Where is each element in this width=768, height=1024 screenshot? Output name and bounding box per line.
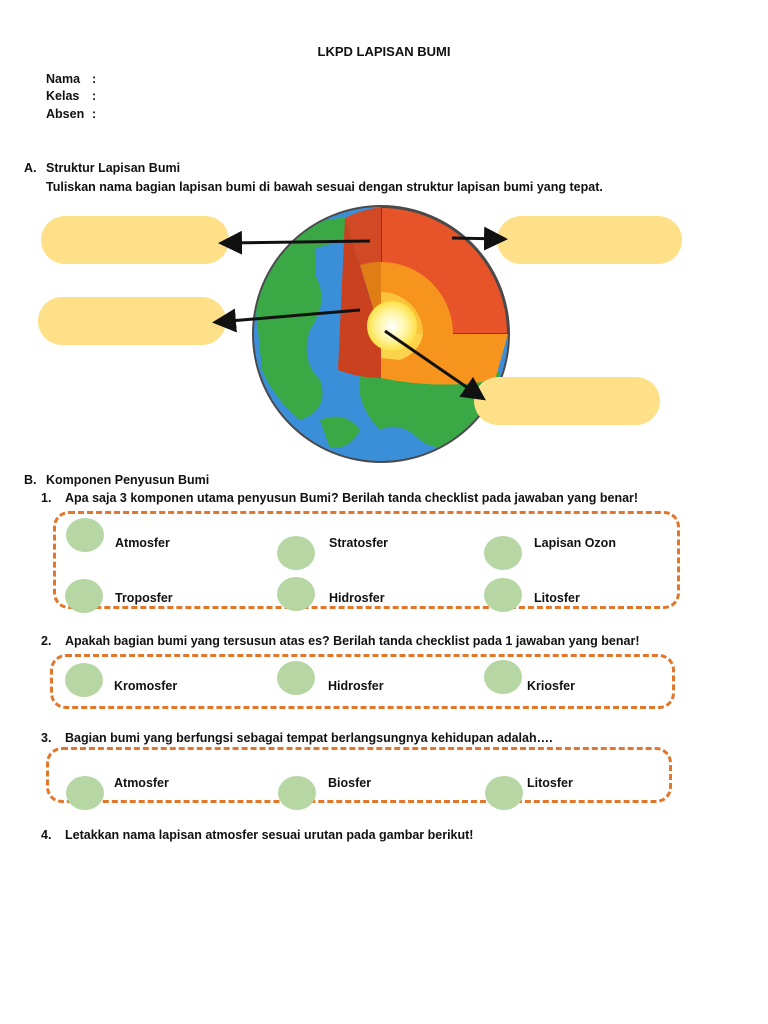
section-a-title: Struktur Lapisan Bumi xyxy=(46,161,181,175)
question-3-number: 3. xyxy=(41,731,52,745)
outer-core-layer xyxy=(381,292,423,334)
absen-separator: : xyxy=(92,107,97,121)
section-b-title: Komponen Penyusun Bumi xyxy=(46,473,210,487)
option-hidrosfer-q2: Hidrosfer xyxy=(328,679,384,693)
class-label: Kelas xyxy=(46,89,80,103)
option-litosfer-q3: Litosfer xyxy=(527,776,573,790)
checkbox-litosfer-q1[interactable] xyxy=(484,578,522,612)
section-a-heading: A. Struktur Lapisan Bumi xyxy=(24,161,180,175)
question-3-options-box xyxy=(46,747,672,803)
option-lapisan-ozon-q1: Lapisan Ozon xyxy=(534,536,616,550)
section-a-letter: A. xyxy=(24,161,37,175)
checkbox-atmosfer-q1[interactable] xyxy=(66,518,104,552)
absen-row: Absen: xyxy=(46,107,96,121)
option-kromosfer-q2: Kromosfer xyxy=(114,679,178,693)
section-b-letter: B. xyxy=(24,473,37,487)
question-1-text: Apa saja 3 komponen utama penyusun Bumi?… xyxy=(65,491,639,505)
checkbox-biosfer-q3[interactable] xyxy=(278,776,316,810)
question-1: 1. Apa saja 3 komponen utama penyusun Bum… xyxy=(41,491,638,505)
question-4-text: Letakkan nama lapisan atmosfer sesuai ur… xyxy=(65,828,474,842)
answer-box-top-left[interactable] xyxy=(41,216,229,264)
option-kriosfer-q2: Kriosfer xyxy=(527,679,575,693)
arrow-mantle xyxy=(212,308,361,333)
question-2-text: Apakah bagian bumi yang tersusun atas es… xyxy=(65,634,640,648)
section-b-heading: B. Komponen Penyusun Bumi xyxy=(24,473,209,487)
option-litosfer-q1: Litosfer xyxy=(534,591,580,605)
inner-core-layer xyxy=(367,301,417,351)
absen-label: Absen xyxy=(46,107,85,121)
question-1-options-box xyxy=(53,511,680,609)
arrow-core xyxy=(384,329,486,401)
option-hidrosfer-q1: Hidrosfer xyxy=(329,591,385,605)
answer-box-top-right[interactable] xyxy=(497,216,682,264)
page-title: LKPD LAPISAN BUMI xyxy=(317,44,451,59)
checkbox-troposfer-q1[interactable] xyxy=(65,579,103,613)
checkbox-kriosfer-q2[interactable] xyxy=(484,660,522,694)
checkbox-hidrosfer-q2[interactable] xyxy=(277,661,315,695)
class-row: Kelas: xyxy=(46,89,96,103)
crust-layer xyxy=(380,205,510,335)
name-separator: : xyxy=(92,72,97,86)
question-4: 4. Letakkan nama lapisan atmosfer sesuai … xyxy=(41,828,473,842)
arrow-crust xyxy=(218,230,371,255)
name-row: Nama: xyxy=(46,72,96,86)
question-2-number: 2. xyxy=(41,634,52,648)
checkbox-litosfer-q3[interactable] xyxy=(485,776,523,810)
section-a-instruction: Tuliskan nama bagian lapisan bumi di baw… xyxy=(46,180,603,194)
checkbox-atmosfer-q3[interactable] xyxy=(66,776,104,810)
option-atmosfer-q1: Atmosfer xyxy=(115,536,170,550)
answer-box-middle-left[interactable] xyxy=(38,297,226,345)
question-2-options-box xyxy=(50,654,675,709)
question-3-text: Bagian bumi yang berfungsi sebagai tempa… xyxy=(65,731,553,745)
question-3: 3. Bagian bumi yang berfungsi sebagai tem… xyxy=(41,731,553,745)
checkbox-lapisan-ozon-q1[interactable] xyxy=(484,536,522,570)
answer-box-bottom-right[interactable] xyxy=(474,377,660,425)
option-stratosfer-q1: Stratosfer xyxy=(329,536,389,550)
mantle-layer xyxy=(381,262,453,334)
option-atmosfer-q3: Atmosfer xyxy=(114,776,169,790)
question-1-number: 1. xyxy=(41,491,52,505)
checkbox-kromosfer-q2[interactable] xyxy=(65,663,103,697)
question-4-number: 4. xyxy=(41,828,52,842)
checkbox-hidrosfer-q1[interactable] xyxy=(277,577,315,611)
globe xyxy=(252,205,510,463)
checkbox-stratosfer-q1[interactable] xyxy=(277,536,315,570)
option-biosfer-q3: Biosfer xyxy=(328,776,372,790)
class-separator: : xyxy=(92,89,97,103)
option-troposfer-q1: Troposfer xyxy=(115,591,173,605)
question-2: 2. Apakah bagian bumi yang tersusun atas … xyxy=(41,634,639,648)
arrow-atmosphere xyxy=(451,226,508,251)
name-label: Nama xyxy=(46,72,81,86)
